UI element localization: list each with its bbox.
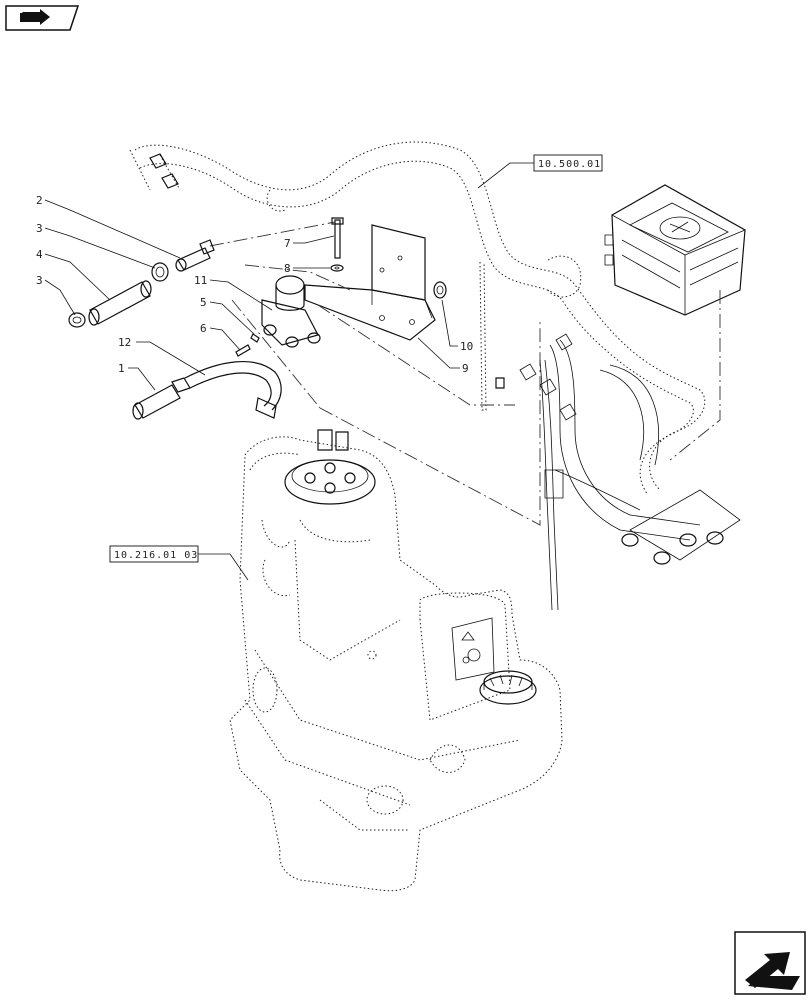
harness-reference[interactable]: 10.500.01 bbox=[477, 154, 603, 189]
callout-10: 10 bbox=[441, 299, 473, 353]
warning-label bbox=[451, 617, 495, 681]
callout-8: 8 bbox=[284, 262, 330, 275]
svg-text:9: 9 bbox=[462, 362, 469, 375]
svg-text:2: 2 bbox=[36, 194, 43, 207]
svg-text:11: 11 bbox=[194, 274, 207, 287]
svg-text:6: 6 bbox=[200, 322, 207, 335]
lower-harness bbox=[519, 333, 741, 611]
hose-parts bbox=[68, 239, 282, 420]
svg-text:12: 12 bbox=[118, 336, 131, 349]
svg-text:3: 3 bbox=[36, 222, 43, 235]
callout-12: 12 bbox=[118, 336, 206, 376]
fuel-cap bbox=[479, 670, 537, 705]
svg-text:8: 8 bbox=[284, 262, 291, 275]
callout-6: 6 bbox=[200, 322, 241, 351]
callout-3-upper: 3 bbox=[36, 222, 156, 269]
tank-reference-label: 10.216.01 03 bbox=[114, 550, 198, 561]
callout-7: 7 bbox=[284, 235, 335, 250]
callout-3-lower: 3 bbox=[36, 274, 76, 316]
tank-sender bbox=[284, 429, 376, 505]
tank-reference[interactable]: 10.216.01 03 bbox=[109, 545, 249, 581]
svg-text:10: 10 bbox=[460, 340, 473, 353]
svg-text:4: 4 bbox=[36, 248, 43, 261]
callout-11: 11 bbox=[194, 274, 273, 311]
callout-1: 1 bbox=[118, 362, 156, 391]
next-page-arrow-icon[interactable] bbox=[734, 931, 806, 995]
bracket-assembly bbox=[304, 217, 505, 389]
svg-text:1: 1 bbox=[118, 362, 125, 375]
harness-connectors bbox=[149, 153, 179, 189]
control-unit-box bbox=[604, 184, 746, 316]
svg-text:7: 7 bbox=[284, 237, 291, 250]
harness-hose bbox=[129, 141, 706, 496]
solenoid-valve bbox=[235, 275, 321, 357]
callout-5: 5 bbox=[200, 296, 255, 335]
callout-9: 9 bbox=[417, 337, 469, 375]
assembly-lines bbox=[209, 221, 721, 526]
folder-arrow-icon[interactable] bbox=[5, 5, 80, 31]
svg-text:5: 5 bbox=[200, 296, 207, 309]
fuel-tank bbox=[229, 436, 563, 892]
callout-2: 2 bbox=[36, 194, 181, 259]
svg-text:3: 3 bbox=[36, 274, 43, 287]
callout-4: 4 bbox=[36, 248, 111, 301]
harness-reference-label: 10.500.01 bbox=[538, 159, 601, 170]
